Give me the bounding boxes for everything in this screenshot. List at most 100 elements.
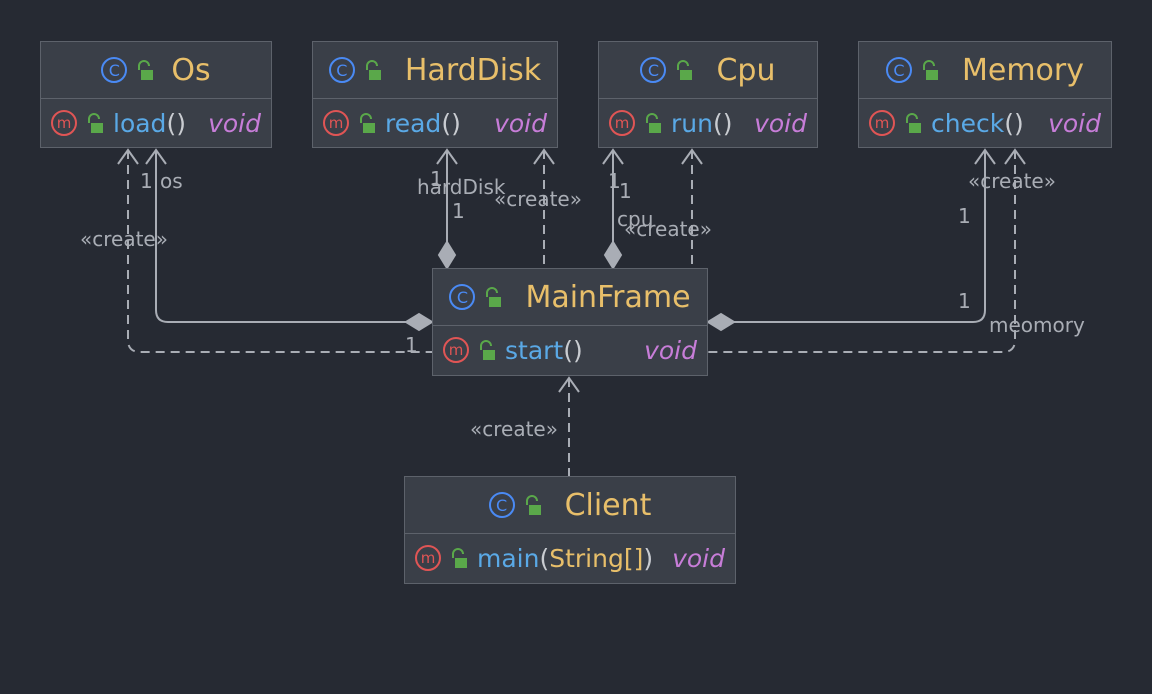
unlock-icon [483, 286, 503, 308]
memory-role-label: meomory [989, 313, 1085, 337]
return-type: void [208, 108, 261, 138]
class-os[interactable]: C Os m load () void [40, 41, 272, 148]
param-type: String[] [549, 543, 644, 573]
class-icon: C [640, 57, 667, 83]
method-params: () [712, 108, 733, 138]
return-type: void [644, 335, 697, 365]
class-name: HardDisk [404, 52, 542, 88]
method-icon: m [443, 337, 469, 363]
cpu-create-label: «create» [624, 217, 712, 241]
cpu-role-label: cpu [617, 207, 654, 231]
method-params: () [166, 108, 186, 138]
method-row[interactable]: m load () void [41, 99, 271, 147]
class-icon: C [101, 57, 128, 83]
class-icon: C [449, 284, 476, 310]
class-harddisk[interactable]: C HardDisk m read () void [312, 41, 558, 148]
method-name: load [113, 108, 167, 138]
class-memory[interactable]: C Memory m check () void [858, 41, 1112, 148]
memory-multiplicity-top: 1 [958, 204, 971, 228]
method-name: start [505, 335, 564, 365]
method-icon: m [415, 545, 441, 571]
arrowhead-harddisk-composition [436, 148, 458, 165]
method-params: () [441, 108, 461, 138]
arrowhead-cpu-composition [602, 148, 624, 165]
unlock-icon [357, 112, 377, 134]
method-name: read [385, 108, 442, 138]
unlock-icon [135, 59, 155, 81]
param-close-paren: ) [643, 543, 654, 573]
os-create-label: «create» [80, 227, 168, 251]
unlock-icon [903, 112, 923, 134]
class-icon: C [488, 492, 515, 518]
class-name: Os [171, 52, 211, 88]
unlock-icon [85, 112, 105, 134]
method-row[interactable]: m main ( String[] ) void [405, 534, 735, 582]
unlock-icon [920, 59, 940, 81]
edge-mainframe-memory-composition [734, 150, 986, 323]
method-row[interactable]: m read () void [313, 99, 557, 147]
arrowhead-memory-create [1004, 148, 1026, 165]
memory-multiplicity-bottom: 1 [958, 289, 971, 313]
method-row[interactable]: m run () void [599, 99, 817, 147]
class-mainframe[interactable]: C MainFrame m start () void [432, 268, 708, 376]
method-name: run [671, 108, 713, 138]
class-header: C Cpu [599, 42, 817, 99]
class-header: C Os [41, 42, 271, 99]
arrowhead-cpu-create [681, 148, 703, 165]
os-multiplicity-bottom: 1 [405, 333, 418, 357]
return-type: void [1048, 108, 1101, 138]
harddisk-create-label: «create» [494, 187, 582, 211]
unlock-icon [674, 59, 694, 81]
method-params: () [1004, 108, 1024, 138]
class-client[interactable]: C Client m main ( String[] ) void [404, 476, 736, 584]
cpu-multiplicity-b: 1 [619, 179, 632, 203]
class-header: C Memory [859, 42, 1111, 99]
class-icon: C [885, 57, 912, 83]
os-multiplicity-top: 1 [140, 169, 153, 193]
class-name: Client [564, 487, 652, 523]
cpu-multiplicity-a: 1 [608, 169, 621, 193]
return-type: void [672, 543, 725, 573]
harddisk-multiplicity-bottom: 1 [452, 199, 465, 223]
diamond-harddisk-composition [437, 240, 457, 270]
arrowhead-client-create [558, 376, 580, 393]
method-icon: m [609, 110, 635, 136]
return-type: void [754, 108, 807, 138]
unlock-icon [643, 112, 663, 134]
param-open-paren: ( [539, 543, 550, 573]
unlock-icon [449, 547, 469, 569]
arrowhead-harddisk-create [533, 148, 555, 165]
client-create-label: «create» [470, 417, 558, 441]
class-header: C MainFrame [433, 269, 707, 326]
arrowhead-memory-composition [974, 148, 996, 165]
class-icon: C [328, 57, 355, 83]
class-name: MainFrame [525, 279, 691, 315]
edge-mainframe-os-create [127, 150, 432, 353]
class-header: C HardDisk [313, 42, 557, 99]
method-icon: m [869, 110, 895, 136]
method-icon: m [51, 110, 77, 136]
memory-create-label: «create» [968, 169, 1056, 193]
diamond-cpu-composition [603, 240, 623, 270]
edge-mainframe-os-composition [155, 150, 406, 323]
unlock-icon [477, 339, 497, 361]
return-type: void [494, 108, 547, 138]
method-params: () [563, 335, 583, 365]
unlock-icon [523, 494, 543, 516]
class-name: Memory [961, 52, 1084, 88]
edge-mainframe-memory-create [708, 150, 1016, 353]
method-name: check [931, 108, 1005, 138]
diamond-os-composition [404, 312, 434, 332]
method-row[interactable]: m start () void [433, 326, 707, 374]
method-icon: m [323, 110, 349, 136]
method-name: main [477, 543, 540, 573]
harddisk-multiplicity-top: 1 [430, 167, 443, 191]
method-row[interactable]: m check () void [859, 99, 1111, 147]
arrowhead-os-composition [145, 148, 167, 165]
os-role-label: os [160, 169, 183, 193]
diamond-memory-composition [706, 312, 736, 332]
harddisk-role-label: hardDisk [417, 175, 506, 199]
unlock-icon [363, 59, 383, 81]
class-cpu[interactable]: C Cpu m run () void [598, 41, 818, 148]
